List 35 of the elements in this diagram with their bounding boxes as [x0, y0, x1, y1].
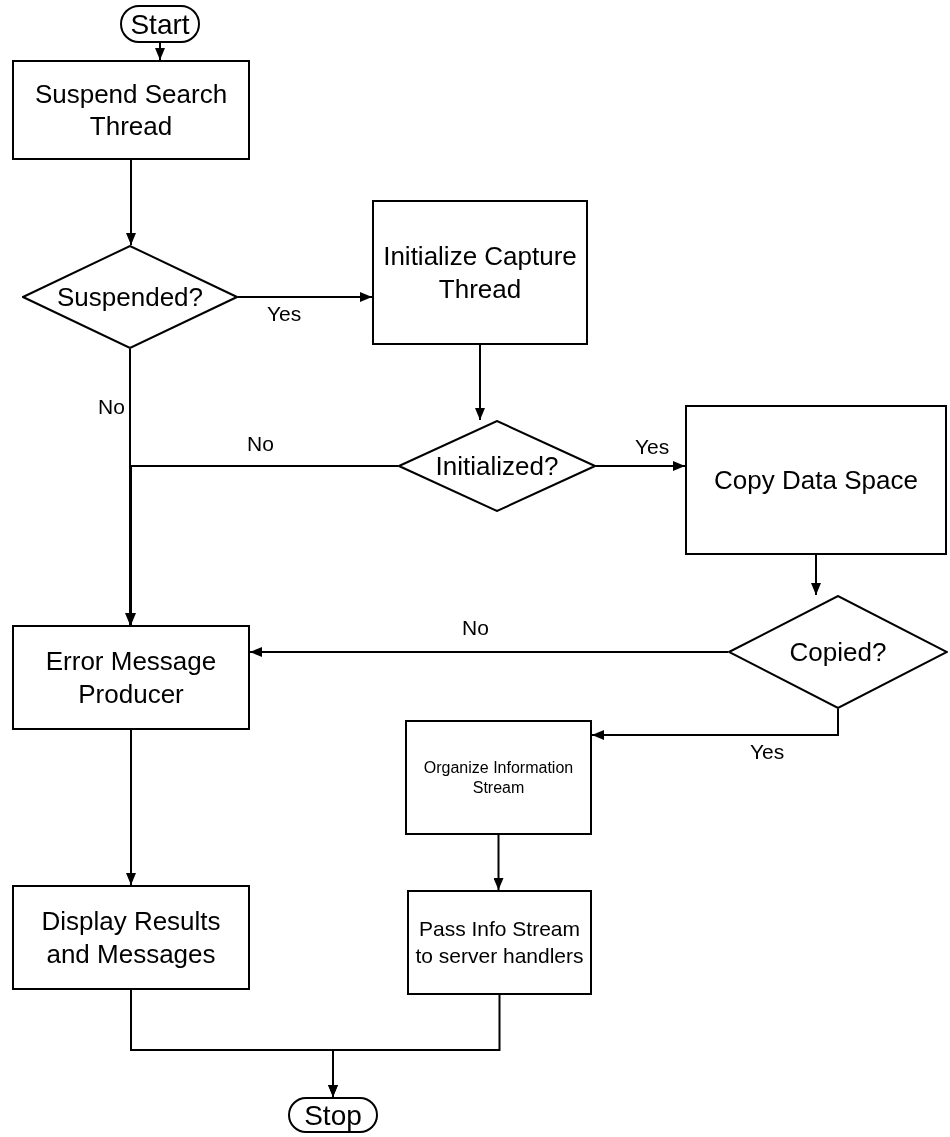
arrow [126, 159, 136, 246]
node-label: Start [129, 7, 191, 42]
terminal-shape [288, 1097, 378, 1133]
node-label: Suspended? [56, 280, 204, 314]
terminal-shape [120, 5, 200, 43]
process-box [407, 890, 592, 995]
process-box [12, 60, 250, 160]
arrow [126, 729, 136, 886]
node-label: Copied? [788, 635, 888, 669]
node-label: Stop [303, 1098, 363, 1133]
process-box [372, 200, 588, 345]
decision-diamond [22, 245, 238, 349]
arrow [328, 994, 501, 1098]
arrow [237, 292, 373, 302]
node-label: Initialized? [434, 449, 560, 483]
decision-diamond [728, 595, 948, 709]
arrow [475, 344, 485, 421]
node-label: Display Results and Messages [40, 905, 222, 970]
arrow [155, 42, 165, 61]
arrow [595, 461, 686, 471]
node-label: Organize Information Stream [422, 757, 575, 798]
process-box [685, 405, 947, 555]
node-label: Error Message Producer [44, 645, 218, 710]
node-label: Suspend Search Thread [33, 77, 229, 143]
decision-diamond [398, 420, 596, 512]
arrow [249, 647, 729, 657]
arrow [591, 708, 839, 740]
process-box [405, 720, 592, 835]
node-label: Initialize Capture Thread [382, 240, 578, 305]
process-box [12, 625, 250, 730]
arrow [493, 834, 504, 891]
process-box [12, 885, 250, 990]
node-label: Copy Data Space [713, 463, 919, 497]
arrow [811, 554, 821, 596]
node-label: Pass Info Stream to server handlers [414, 916, 585, 969]
